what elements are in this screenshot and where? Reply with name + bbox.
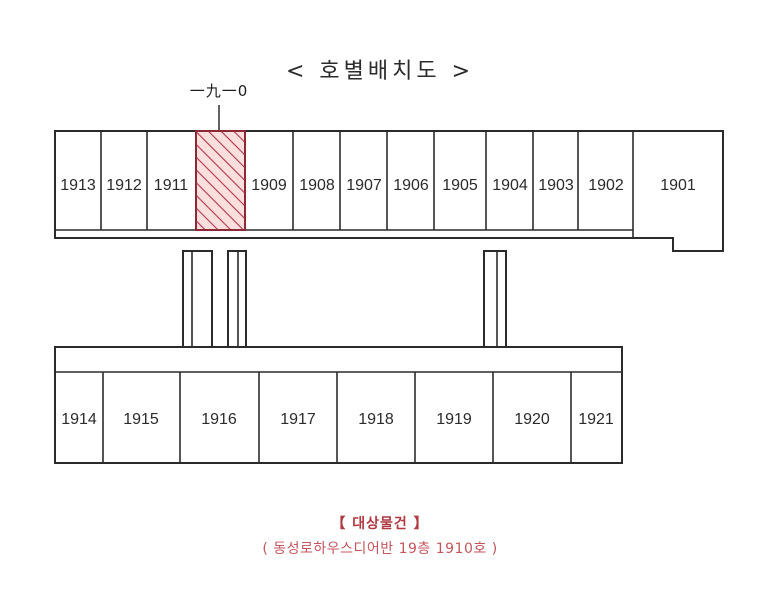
highlighted-unit-1910[interactable] <box>195 130 246 231</box>
top-row-labels: 1913 1912 1911 1909 1908 1907 1906 1905 … <box>60 177 696 194</box>
pointer-label: 一九一0 <box>190 82 249 100</box>
unit-label-1903: 1903 <box>538 177 574 194</box>
unit-label-1913: 1913 <box>60 177 96 194</box>
unit-label-1902: 1902 <box>588 177 624 194</box>
corridor-stub-right <box>483 250 507 348</box>
unit-label-1918: 1918 <box>358 411 394 428</box>
unit-label-1909: 1909 <box>251 177 287 194</box>
unit-label-1921: 1921 <box>578 411 614 428</box>
unit-label-1908: 1908 <box>299 177 335 194</box>
page-title: < 호별배치도 > <box>286 59 474 84</box>
unit-label-1906: 1906 <box>393 177 429 194</box>
bottom-row-labels: 1914 1915 1916 1917 1918 1919 1920 1921 <box>61 411 614 428</box>
bottom-block-outline <box>54 346 623 464</box>
corridor-stub-center <box>227 250 247 348</box>
corridor-connectors <box>182 250 507 348</box>
unit-label-1915: 1915 <box>123 411 159 428</box>
unit-label-1907: 1907 <box>346 177 382 194</box>
unit-label-1920: 1920 <box>514 411 550 428</box>
unit-label-1901: 1901 <box>660 177 696 194</box>
unit-label-1911: 1911 <box>154 177 189 194</box>
unit-label-1914: 1914 <box>61 411 97 428</box>
unit-label-1904: 1904 <box>492 177 528 194</box>
top-row-partitions <box>100 131 634 230</box>
unit-label-1917: 1917 <box>280 411 316 428</box>
caption-subtitle: ( 동성로하우스디어반 19층 1910호 ) <box>262 541 497 557</box>
unit-label-1912: 1912 <box>106 177 142 194</box>
unit-label-1919: 1919 <box>436 411 472 428</box>
corridor-stub-left <box>182 250 213 348</box>
bottom-row-partitions <box>102 372 572 463</box>
unit-label-1905: 1905 <box>442 177 478 194</box>
unit-label-1916: 1916 <box>201 411 237 428</box>
caption-title: 【 대상물건 】 <box>331 515 428 532</box>
